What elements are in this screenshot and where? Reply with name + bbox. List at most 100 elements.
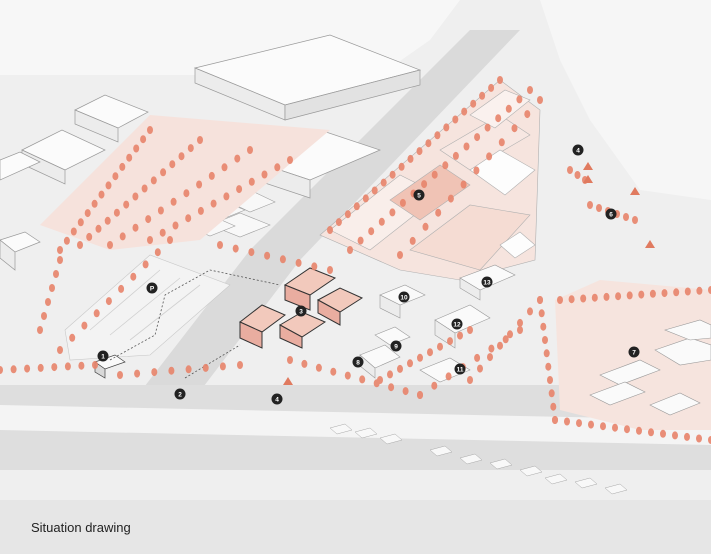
tree-icon [151, 368, 158, 377]
tree-icon [236, 185, 243, 194]
marker-1[interactable]: 1 [97, 350, 109, 362]
tree-icon [447, 337, 453, 346]
marker-P[interactable]: P [146, 282, 158, 294]
tree-icon [168, 366, 175, 375]
tree-icon [527, 307, 533, 316]
svg-text:11: 11 [457, 367, 464, 374]
tree-icon [315, 363, 322, 372]
tree-icon [547, 376, 553, 384]
tree-icon [150, 176, 157, 185]
marker-9[interactable]: 9 [390, 340, 402, 352]
tree-icon [696, 286, 703, 295]
marker-5[interactable]: 5 [413, 189, 425, 201]
tree-icon [460, 180, 467, 189]
tree-icon [638, 290, 645, 299]
tree-icon [118, 284, 125, 293]
tree-icon [389, 208, 396, 217]
tree-icon [57, 256, 63, 264]
marker-10[interactable]: 10 [398, 291, 410, 303]
tree-icon [105, 297, 112, 306]
tree-icon [157, 206, 164, 215]
marker-4-south[interactable]: 4 [271, 393, 283, 405]
tree-icon [248, 177, 255, 186]
tree-icon [648, 428, 654, 437]
tree-icon [564, 417, 570, 426]
tree-icon [274, 163, 281, 172]
tree-icon [434, 131, 441, 140]
marker-13[interactable]: 13 [481, 276, 493, 288]
tree-icon [474, 353, 481, 362]
walking-route [109, 269, 281, 361]
svg-text:8: 8 [356, 360, 360, 367]
tree-icon [473, 166, 480, 175]
tree-icon [623, 213, 629, 221]
tree-icon [172, 221, 179, 230]
tree-icon [502, 335, 509, 344]
marker-8[interactable]: 8 [352, 356, 364, 368]
tree-icon [86, 232, 93, 241]
tree-icon [378, 217, 385, 226]
tree-icon [463, 142, 470, 151]
tree-icon [113, 208, 120, 217]
tree-icon [81, 321, 88, 330]
tree-icon [477, 364, 483, 373]
tree-icon [77, 241, 83, 249]
tree-icon [457, 331, 463, 340]
tree-icon [479, 91, 486, 100]
tree-icon [574, 171, 581, 179]
tree-icon [537, 96, 543, 104]
marker-6[interactable]: 6 [605, 208, 617, 220]
tree-icon [327, 266, 333, 274]
tree-icon [133, 144, 140, 153]
tree-icon [548, 389, 555, 398]
tree-icon [132, 192, 139, 201]
tree-icon [357, 236, 364, 245]
tree-icon [603, 292, 610, 301]
tree-icon [217, 241, 223, 249]
tree-icon [416, 147, 423, 156]
tree-icon [208, 171, 215, 180]
tree-icon [587, 201, 593, 209]
tree-icon [77, 218, 84, 227]
tree-icon [69, 333, 76, 342]
tree-icon [24, 364, 31, 373]
tree-icon [37, 363, 44, 372]
svg-text:2: 2 [178, 392, 182, 399]
svg-text:10: 10 [400, 295, 408, 302]
tree-icon [57, 346, 63, 354]
main-road [80, 30, 520, 470]
tree-icon [431, 381, 438, 390]
tree-icon [497, 76, 503, 84]
tree-icon [591, 293, 598, 302]
marker-11[interactable]: 11 [454, 363, 466, 375]
tree-icon [402, 387, 409, 396]
tree-icon [49, 284, 55, 292]
tree-icon [624, 425, 630, 434]
marker-12[interactable]: 12 [451, 318, 463, 330]
tree-icon [311, 262, 318, 271]
tree-icon [353, 202, 360, 211]
tree-icon [524, 110, 531, 119]
tree-icon [696, 434, 702, 443]
tree-icon [185, 365, 192, 374]
walking-route-2 [184, 344, 241, 379]
industrial-block-5 [319, 79, 541, 281]
marker-4-east[interactable]: 4 [572, 144, 584, 156]
tree-icon [542, 336, 548, 344]
tree-icon [359, 375, 366, 384]
tree-icon [461, 107, 468, 116]
marker-3[interactable]: 3 [295, 305, 307, 317]
tree-icon [141, 184, 148, 193]
warning-triangle-icon [283, 162, 655, 385]
marker-7[interactable]: 7 [628, 346, 640, 358]
tree-icon [474, 133, 481, 142]
tree-icon [684, 287, 691, 296]
tree-icon [538, 309, 545, 318]
tree-icon [632, 216, 638, 224]
marker-2[interactable]: 2 [174, 388, 186, 400]
tree-icon [202, 363, 209, 372]
tree-icon [397, 364, 403, 373]
tree-icon [51, 363, 58, 372]
tree-icon [140, 135, 147, 144]
tree-icon [443, 123, 450, 132]
